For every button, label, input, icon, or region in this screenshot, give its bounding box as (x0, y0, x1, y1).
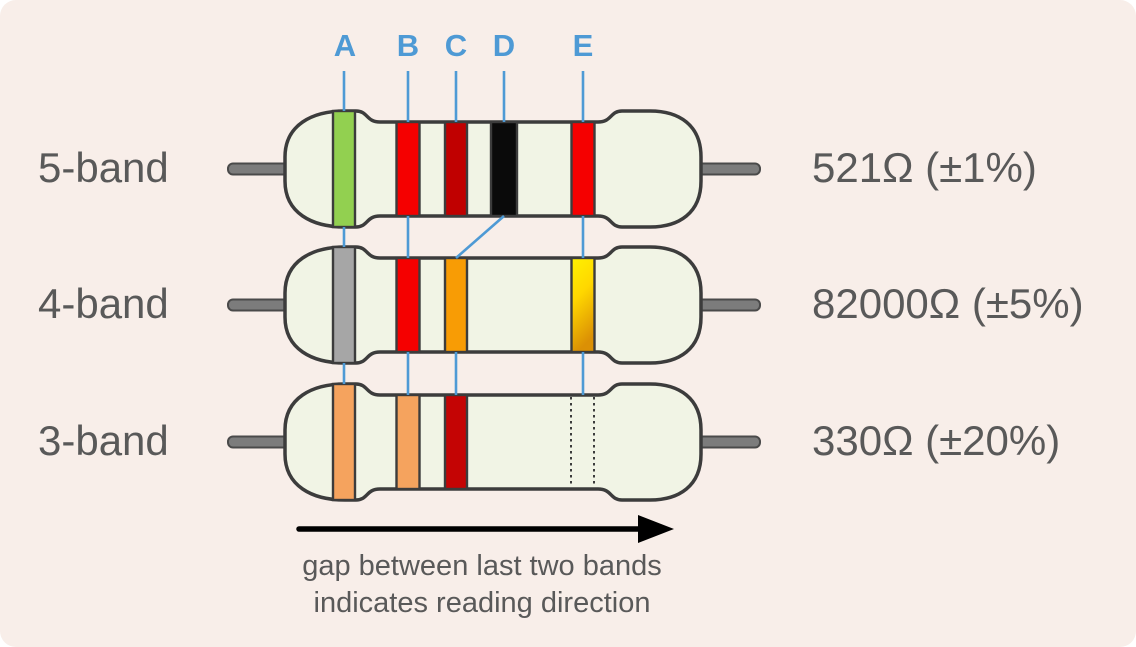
reading-direction-caption: gap between last two bands indicates rea… (252, 548, 712, 622)
band-B-red (395, 120, 421, 218)
band-C-dark-red (443, 393, 469, 491)
row-value-5-band: 521Ω (±1%) (812, 144, 1037, 192)
row-label-3-band: 3-band (38, 417, 169, 465)
resistor-body-4-band (283, 245, 703, 365)
row-value-4-band: 82000Ω (±5%) (812, 280, 1084, 328)
direction-arrow-head (638, 515, 674, 543)
band-letter-c: C (444, 28, 468, 63)
band-letter-a: A (333, 28, 357, 63)
lead-left (227, 435, 291, 449)
band-E-gold (570, 256, 596, 354)
row-label-4-band: 4-band (38, 280, 169, 328)
lead-right (695, 298, 761, 312)
caption-line-2: indicates reading direction (313, 587, 651, 619)
band-C-orange (443, 256, 469, 354)
band-letter-d: D (492, 28, 516, 63)
lead-left (227, 162, 291, 176)
lead-right (695, 435, 761, 449)
band-E-red (570, 120, 596, 218)
row-label-5-band: 5-band (38, 144, 169, 192)
band-A-gray (331, 245, 357, 365)
connector-diagonal-D-to-C (455, 215, 505, 259)
band-C-dark-red (443, 120, 469, 218)
row-value-3-band: 330Ω (±20%) (812, 417, 1061, 465)
band-letter-e: E (572, 28, 594, 63)
band-B-light-orange (395, 393, 421, 491)
caption-line-1: gap between last two bands (302, 550, 662, 582)
lead-right (695, 162, 761, 176)
lead-left (227, 298, 291, 312)
band-A-light-orange (331, 382, 357, 502)
resistor-body-3-band (283, 382, 703, 502)
band-letter-b: B (396, 28, 420, 63)
band-D-black (489, 120, 519, 218)
band-A-green (331, 109, 357, 229)
band-B-red (395, 256, 421, 354)
